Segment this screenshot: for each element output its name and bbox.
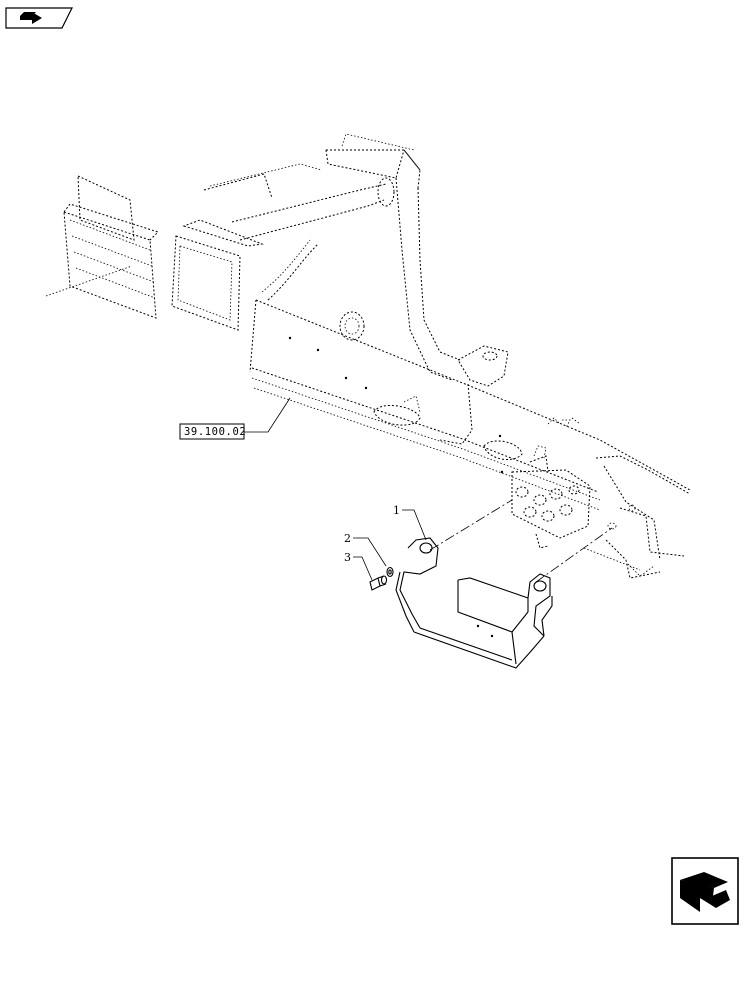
callout-2: 2	[344, 532, 387, 567]
bolt-part	[369, 575, 388, 591]
next-page-arrow-icon[interactable]	[671, 857, 739, 925]
callout-1: 1	[393, 504, 427, 541]
assembly-centerlines	[429, 499, 613, 583]
reference-label[interactable]: 39.100.02	[179, 397, 291, 440]
tractor-frame-ghost	[45, 133, 691, 579]
callout-3: 3	[344, 551, 373, 581]
callout-number-1: 1	[393, 504, 400, 517]
callout-number-2: 2	[344, 532, 351, 545]
previous-page-arrow-icon[interactable]	[5, 7, 73, 29]
reference-label-text: 39.100.02	[184, 426, 246, 438]
callout-number-3: 3	[344, 551, 351, 564]
control-valve-ghost	[511, 445, 591, 549]
washer-part	[386, 566, 394, 578]
guard-bracket-part	[395, 537, 553, 669]
